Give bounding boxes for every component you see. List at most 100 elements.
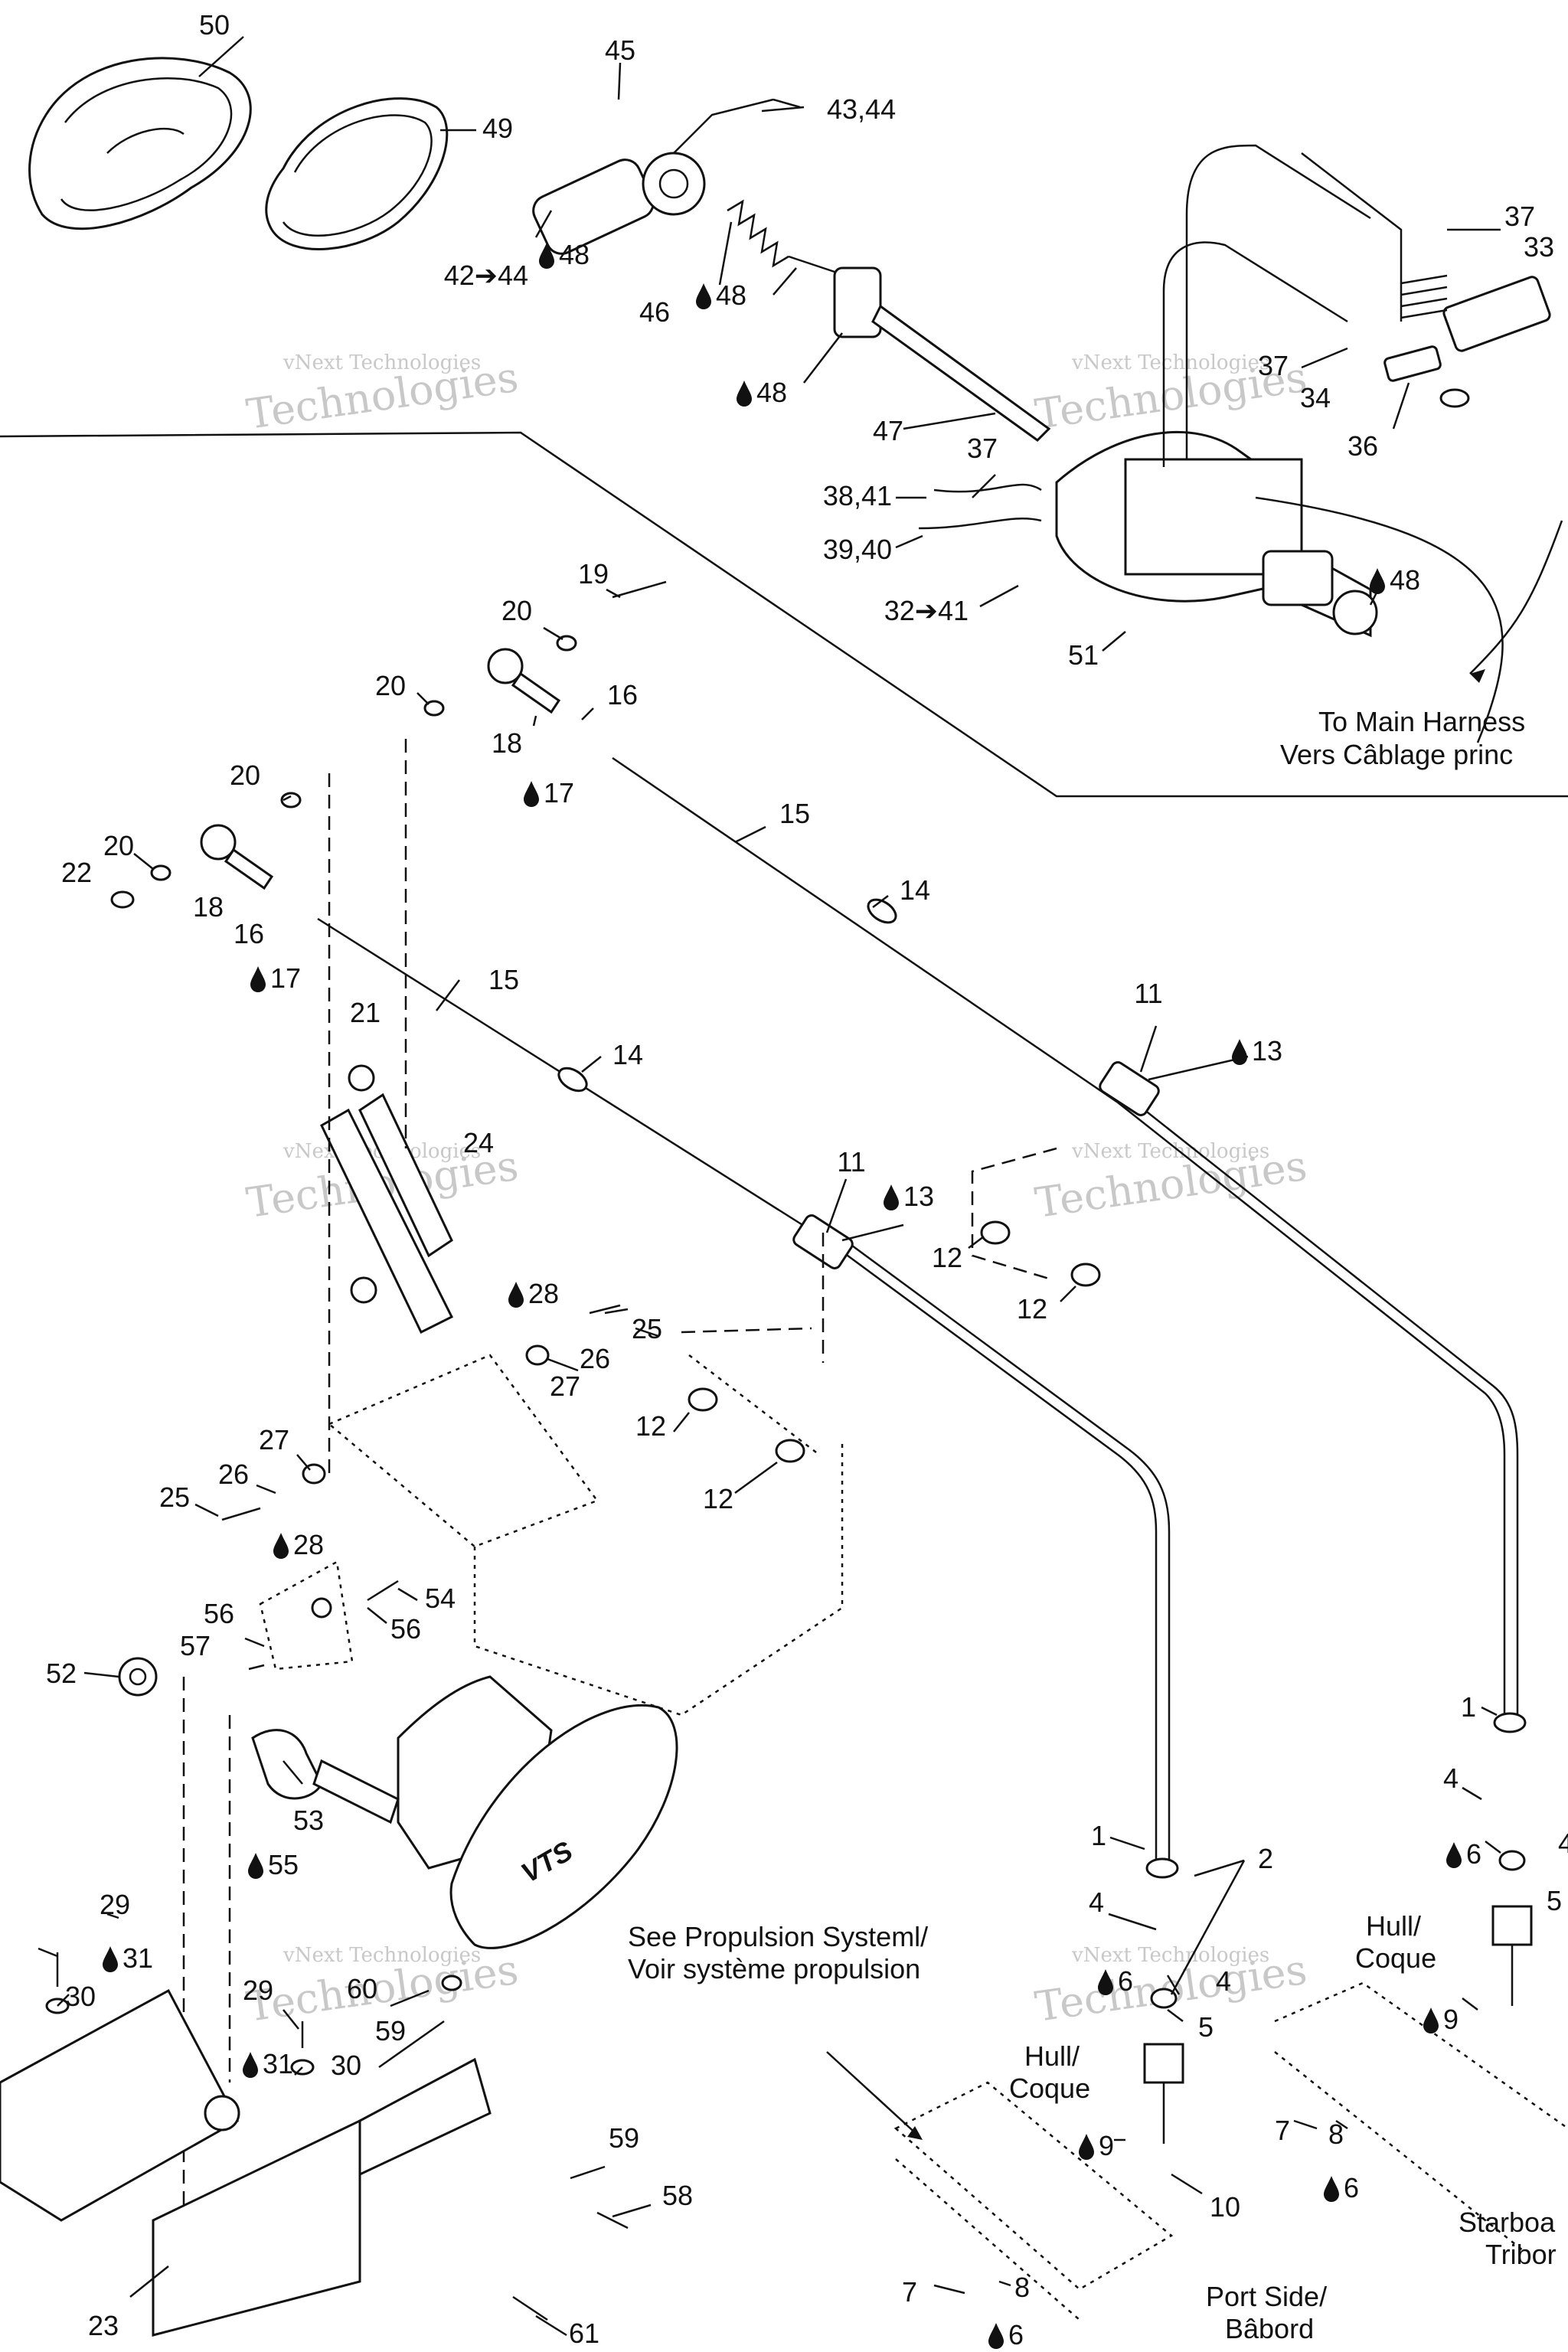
spring-part-46 — [727, 199, 835, 273]
callout-number: 12 — [932, 1242, 962, 1273]
arrow-to-harness — [1469, 520, 1563, 675]
wire-part-37 — [918, 483, 1042, 530]
callout-number: 37 — [967, 433, 998, 464]
callout-number: 25 — [632, 1313, 662, 1344]
callout-number: 26 — [218, 1459, 249, 1490]
callout-number: 20 — [501, 595, 532, 626]
callout-number: 8 — [1014, 2272, 1030, 2303]
callout-13: 13 — [1232, 1035, 1282, 1067]
oil-drop-icon — [539, 243, 554, 269]
callout-29: 29 — [243, 1975, 273, 2006]
dash-guides — [182, 739, 825, 2220]
callout-52: 52 — [46, 1658, 77, 1689]
callout-6: 6 — [1446, 1838, 1481, 1870]
tray-port — [893, 2081, 1174, 2321]
connector-part-36 — [1383, 345, 1470, 408]
callout-number: 8 — [1328, 2118, 1344, 2150]
callout-number: 46 — [639, 296, 670, 328]
callout-31: 31 — [243, 2048, 293, 2079]
callout-16: 16 — [607, 679, 638, 710]
callout-number: 49 — [482, 113, 513, 144]
washer-guide — [971, 1147, 1057, 1280]
callout-58: 58 — [662, 2180, 693, 2211]
callout-4: 4 — [1558, 1828, 1568, 1859]
callout-13: 13 — [884, 1181, 934, 1212]
watermark-bottom-right: vNext Technologies Technologies — [1032, 1944, 1310, 2031]
callout-60: 60 — [347, 1973, 377, 2004]
oil-drop-icon — [243, 2052, 258, 2078]
callout-1: 1 — [1091, 1820, 1106, 1851]
callout-number: 26 — [580, 1343, 610, 1374]
callout-42-44: 42➔44 — [444, 260, 528, 291]
callout-29: 29 — [100, 1889, 130, 1920]
callout-number: 4 — [1443, 1762, 1459, 1794]
callout-11: 11 — [1134, 978, 1162, 1009]
callout-number: 31 — [263, 2048, 293, 2079]
callout-5: 5 — [1198, 2011, 1214, 2043]
callout-48: 48 — [696, 279, 746, 311]
callout-19: 19 — [578, 558, 609, 590]
callout-number: 13 — [1252, 1035, 1282, 1067]
tray-stbd — [1274, 1981, 1568, 2252]
callout-15: 15 — [779, 798, 810, 829]
oil-drop-icon — [103, 1946, 118, 1972]
callout-28: 28 — [508, 1278, 559, 1309]
nut-part-52 — [118, 1657, 158, 1697]
callout-number: 12 — [635, 1410, 666, 1442]
gasket-part-49 — [265, 97, 449, 250]
callout-37: 37 — [1504, 201, 1535, 232]
callout-number: 18 — [193, 891, 224, 923]
callout-31: 31 — [103, 1942, 153, 1974]
callout-number: 31 — [122, 1942, 153, 1974]
note-main-harness-fr: Vers Câblage princ — [1280, 739, 1513, 770]
callout-34: 34 — [1300, 382, 1331, 413]
oil-drop-icon — [1423, 2007, 1439, 2034]
callout-22: 22 — [61, 857, 92, 888]
callout-number: 6 — [1008, 2319, 1024, 2350]
callout-number: 36 — [1348, 430, 1378, 462]
svg-text:vNext Technologies: vNext Technologies — [1071, 1944, 1269, 1967]
callout-4: 4 — [1089, 1886, 1104, 1918]
callout-number: 55 — [268, 1849, 299, 1880]
callout-number: 23 — [88, 2310, 119, 2341]
callout-48: 48 — [737, 377, 787, 408]
callout-48: 48 — [1370, 564, 1420, 596]
note-hull-port-en: Hull/ — [1024, 2040, 1080, 2072]
arrow-propulsion — [826, 2051, 920, 2137]
callout-number: 34 — [1300, 382, 1331, 413]
callout-45: 45 — [605, 34, 635, 66]
callout-18: 18 — [492, 727, 522, 759]
callout-number: 56 — [204, 1598, 234, 1629]
callout-number: 11 — [1134, 978, 1162, 1009]
callout-number: 12 — [703, 1483, 733, 1514]
callout-number: 24 — [463, 1127, 494, 1158]
arrowhead-propulsion — [907, 2126, 923, 2140]
callout-20: 20 — [375, 670, 406, 701]
note-hull-port-fr: Coque — [1009, 2073, 1090, 2104]
callout-number: 9 — [1443, 2004, 1459, 2035]
callout-number: 48 — [559, 239, 590, 270]
callout-number: 1 — [1461, 1691, 1476, 1723]
callout-11: 11 — [837, 1146, 865, 1178]
callout-30: 30 — [331, 2050, 361, 2081]
callout-number: 28 — [528, 1278, 559, 1309]
callout-number: 2 — [1258, 1843, 1273, 1874]
callout-54: 54 — [425, 1583, 456, 1614]
callout-number: 27 — [259, 1424, 289, 1455]
callout-number: 7 — [902, 2276, 917, 2308]
callout-47: 47 — [873, 415, 903, 446]
callout-number: 14 — [900, 874, 930, 906]
callout-6: 6 — [1324, 2172, 1359, 2203]
callout-number: 6 — [1118, 1965, 1133, 1997]
oil-drop-icon — [737, 381, 752, 407]
note-propulsion-fr: Voir système propulsion — [628, 1953, 920, 1984]
connector-part-33 — [1400, 274, 1551, 352]
note-hull-stbd-en: Hull/ — [1366, 1910, 1421, 1942]
note-propulsion-en: See Propulsion Systeml/ — [628, 1921, 928, 1952]
callout-number: 48 — [756, 377, 787, 408]
callout-number: 57 — [180, 1630, 211, 1661]
callout-20: 20 — [230, 760, 260, 791]
callout-59: 59 — [375, 2015, 406, 2047]
callout-number: 27 — [550, 1370, 580, 1402]
oil-drop-icon — [250, 966, 266, 992]
